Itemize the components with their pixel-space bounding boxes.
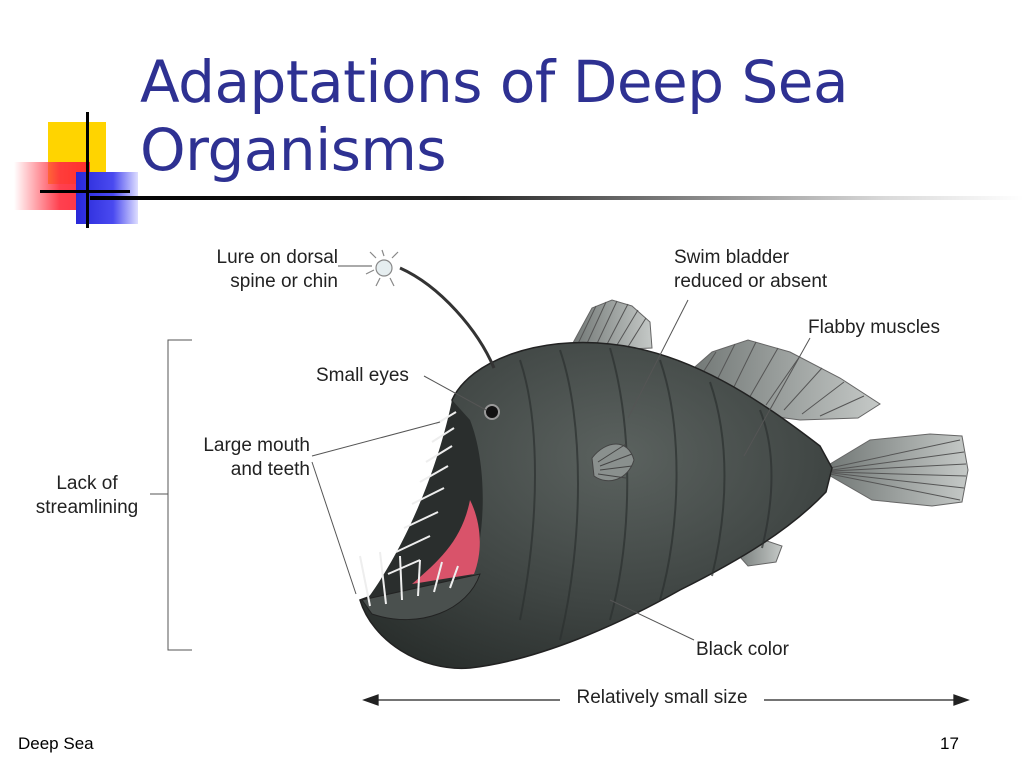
leader-lines: [150, 265, 811, 651]
label-lure: Lure on dorsal spine or chin: [196, 246, 338, 294]
label-swim-bladder-line2: reduced or absent: [674, 271, 828, 292]
lure-bulb: [365, 249, 399, 287]
page-number: 17: [940, 734, 959, 753]
teeth: [359, 411, 459, 607]
label-lack-streamlining-line1: Lack of: [56, 473, 118, 494]
label-large-mouth-line1: Large mouth: [203, 435, 310, 456]
slide-title: Adaptations of Deep Sea Organisms: [140, 48, 849, 184]
dorsal-fin-rays: [574, 300, 647, 351]
size-arrow: [362, 694, 970, 706]
label-large-mouth: Large mouth and teeth: [186, 434, 310, 482]
tail-fin: [819, 433, 969, 507]
mouth-red: [412, 500, 480, 584]
decor-horizontal-line: [40, 190, 130, 193]
fish-eye: [484, 404, 500, 420]
label-black-color: Black color: [696, 639, 789, 660]
lure-stalk: [399, 266, 496, 369]
fish-body: [359, 341, 833, 670]
pectoral-fin: [591, 443, 635, 482]
label-swim-bladder-line1: Swim bladder: [674, 247, 790, 268]
label-lure-line2: spine or chin: [230, 271, 338, 292]
body-stripes: [519, 347, 773, 641]
label-small-size: Relatively small size: [576, 687, 748, 708]
label-lack-streamlining-line2: streamlining: [35, 497, 139, 518]
label-small-eyes: Small eyes: [316, 365, 409, 386]
label-lack-streamlining: Lack of streamlining: [26, 472, 148, 520]
label-lure-line1: Lure on dorsal: [216, 247, 338, 268]
decor-vertical-line: [86, 112, 89, 228]
label-large-mouth-line2: and teeth: [230, 459, 310, 480]
label-flabby-muscles: Flabby muscles: [808, 317, 940, 338]
title-underline: [90, 196, 1024, 200]
footer-text: Deep Sea: [18, 734, 94, 753]
label-swim-bladder: Swim bladder reduced or absent: [674, 246, 827, 294]
